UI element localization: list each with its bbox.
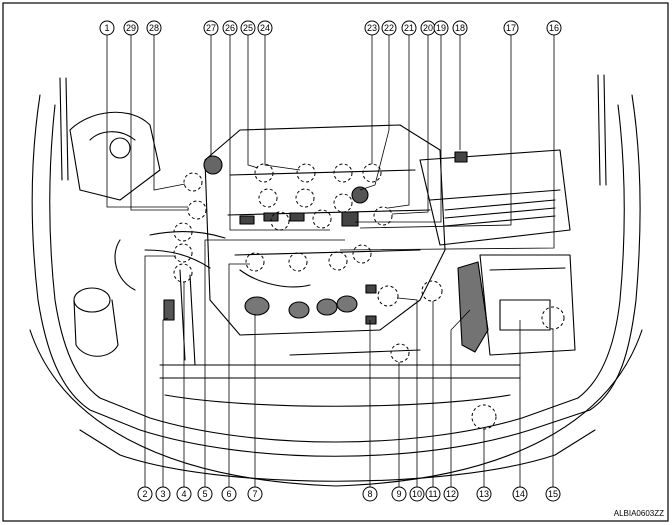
callout-number: 14 (515, 489, 525, 499)
callout-number: 25 (243, 23, 253, 33)
callout-number: 5 (202, 489, 207, 499)
callout-number: 9 (396, 489, 401, 499)
callout-circle (546, 20, 562, 36)
callout-number: 20 (423, 23, 433, 33)
callout-circle (197, 486, 213, 502)
callout-number: 7 (252, 489, 257, 499)
callout-number: 27 (206, 23, 216, 33)
callout-number: 24 (260, 23, 270, 33)
callout-number: 29 (126, 23, 136, 33)
callout-circle (391, 486, 407, 502)
callout-number: 18 (455, 23, 465, 33)
callout-circle (364, 20, 380, 36)
figure-code: ALBIA0603ZZ (614, 509, 664, 518)
callout-number: 2 (142, 489, 147, 499)
engine-compartment-drawing (29, 74, 643, 487)
callout-circle (443, 486, 459, 502)
callout-circle (257, 20, 273, 36)
callout-number: 11 (428, 489, 437, 499)
callout-circle (381, 20, 397, 36)
callout-number: 12 (446, 489, 456, 499)
callout-number: 22 (384, 23, 394, 33)
callout-circle (247, 486, 263, 502)
callout-circle (146, 20, 162, 36)
callout-circle (503, 20, 519, 36)
callout-circle (512, 486, 528, 502)
callout-circle (362, 486, 378, 502)
callout-number: 6 (226, 489, 231, 499)
callout-number: 10 (412, 489, 422, 499)
callout-circle (155, 486, 171, 502)
callout-circle (221, 486, 237, 502)
callout-circle (176, 486, 192, 502)
callout-number: 19 (436, 23, 446, 33)
callout-number: 1 (104, 23, 109, 33)
callout-circle (433, 20, 449, 36)
callout-circle (123, 20, 139, 36)
callout-number: 21 (404, 23, 414, 33)
bottom-callouts: 2 3 4 5 6 7 8 9 10 11 12 13 14 15 (137, 486, 561, 502)
callout-circle (409, 486, 425, 502)
location-markers (173, 163, 565, 430)
callout-number: 13 (479, 489, 489, 499)
callout-number: 8 (367, 489, 372, 499)
callout-number: 15 (548, 489, 558, 499)
callout-circle (452, 20, 468, 36)
callout-circle (137, 486, 153, 502)
callout-circle (401, 20, 417, 36)
callout-number: 16 (549, 23, 559, 33)
callout-number: 17 (506, 23, 516, 33)
callout-circle (545, 486, 561, 502)
callout-number: 28 (149, 23, 159, 33)
callout-circle (425, 486, 441, 502)
callout-circle (203, 20, 219, 36)
leader-lines (106, 35, 555, 487)
callout-number: 23 (367, 23, 377, 33)
callout-number: 26 (225, 23, 235, 33)
callout-circle (476, 486, 492, 502)
callout-number: 3 (160, 489, 165, 499)
callout-circle (240, 20, 256, 36)
callout-number: 4 (181, 489, 186, 499)
callout-circle (222, 20, 238, 36)
callout-circle (99, 20, 115, 36)
